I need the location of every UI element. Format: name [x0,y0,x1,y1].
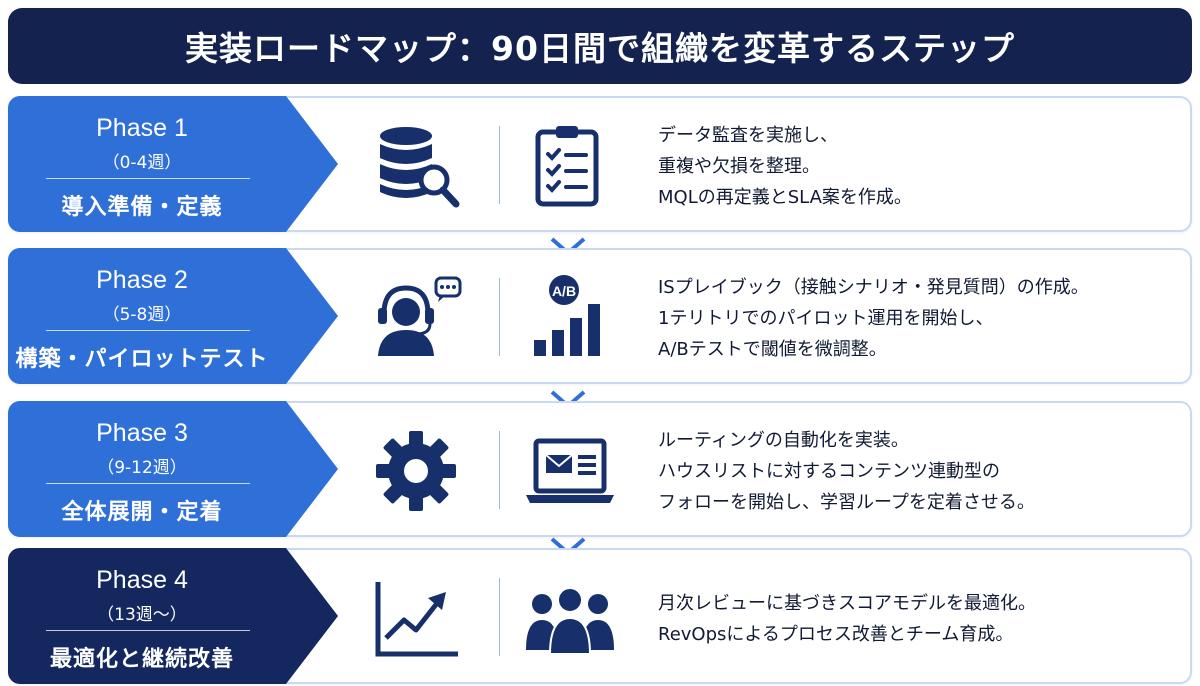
icon-separator [499,431,500,509]
description-line: ハウスリストに対するコンテンツ連動型の [658,461,1000,482]
phase-1-weeks: （0-4週） [102,153,182,173]
phase-3-panel: Phase 3 （9-12週） 全体展開・定着 [8,401,338,537]
ab-label: A/B [552,283,576,299]
phase-4-description: 月次レビューに基づきスコアモデルを最適化。 RevOpsによるプロセス改善とチー… [658,588,1178,650]
phase-2-weeks: （5-8週） [102,305,182,325]
phase-1-description: データ監査を実施し、 重複や欠損を整理。 MQLの再定義とSLA案を作成。 [658,120,1178,213]
page-title: 実装ロードマップ：90日間で組織を変革するステップ [185,29,1015,68]
phase-4-divider [46,630,250,631]
phase-3-weeks: （9-12週） [97,458,187,478]
description-line: ルーティングの自動化を実装。 [658,430,909,451]
phase-1-label: 導入準備・定義 [61,195,223,220]
description-line: MQLの再定義とSLA案を作成。 [658,187,912,208]
phase-row-3: Phase 3 （9-12週） 全体展開・定着 [8,401,1192,537]
title-banner: 実装ロードマップ：90日間で組織を変革するステップ [8,8,1192,84]
phase-2-panel: Phase 2 （5-8週） 構築・パイロットテスト [8,248,338,384]
icon-separator [499,278,500,356]
database-search-icon [380,127,460,208]
description-line: フォローを開始し、学習ループを定着させる。 [658,492,1035,513]
headset-agent-icon [378,276,462,356]
phase-2-description: ISプレイブック（接触シナリオ・発見質問）の作成。 1テリトリでのパイロット運用… [658,272,1178,365]
phase-4-weeks: （13週〜） [97,605,187,625]
phase-row-1: Phase 1 （0-4週） 導入準備・定義 データ監査を実施し、 重複や欠損を… [8,96,1192,232]
phase-1-name: Phase 1 [96,114,188,142]
description-line: ISプレイブック（接触シナリオ・発見質問）の作成。 [658,277,1089,298]
phase-2-name: Phase 2 [96,266,188,294]
phase-row-2: Phase 2 （5-8週） 構築・パイロットテスト A/B ISプレイブック（… [8,248,1192,384]
gear-icon [376,431,456,511]
laptop-email-icon [526,438,614,503]
description-line: 月次レビューに基づきスコアモデルを最適化。 [658,593,1036,614]
phase-4-label: 最適化と継続改善 [49,647,234,672]
checklist-clipboard-icon [535,126,599,207]
phase-4-panel: Phase 4 （13週〜） 最適化と継続改善 [8,548,338,684]
icon-separator [499,578,500,656]
ab-test-bar-chart-icon: A/B [534,275,600,356]
description-line: 1テリトリでのパイロット運用を開始し、 [658,308,994,329]
phase-row-4: Phase 4 （13週〜） 最適化と継続改善 月次レビューに基づきスコアモデル… [8,548,1192,684]
phase-3-description: ルーティングの自動化を実装。 ハウスリストに対するコンテンツ連動型の フォローを… [658,425,1178,518]
phase-1-divider [46,178,250,179]
team-people-icon [526,587,614,655]
description-line: RevOpsによるプロセス改善とチーム育成。 [658,624,1014,645]
phase-3-name: Phase 3 [96,419,188,447]
phase-3-label: 全体展開・定着 [61,500,223,525]
phase-1-panel: Phase 1 （0-4週） 導入準備・定義 [8,96,338,232]
phase-2-divider [46,330,250,331]
description-line: A/Bテストで閾値を微調整。 [658,339,887,360]
phase-2-label: 構築・パイロットテスト [15,347,269,372]
description-line: データ監査を実施し、 [658,125,838,146]
phase-3-divider [46,483,250,484]
description-line: 重複や欠損を整理。 [658,156,820,177]
phase-4-name: Phase 4 [96,566,188,594]
icon-separator [499,126,500,204]
growth-line-chart-icon [375,582,458,657]
